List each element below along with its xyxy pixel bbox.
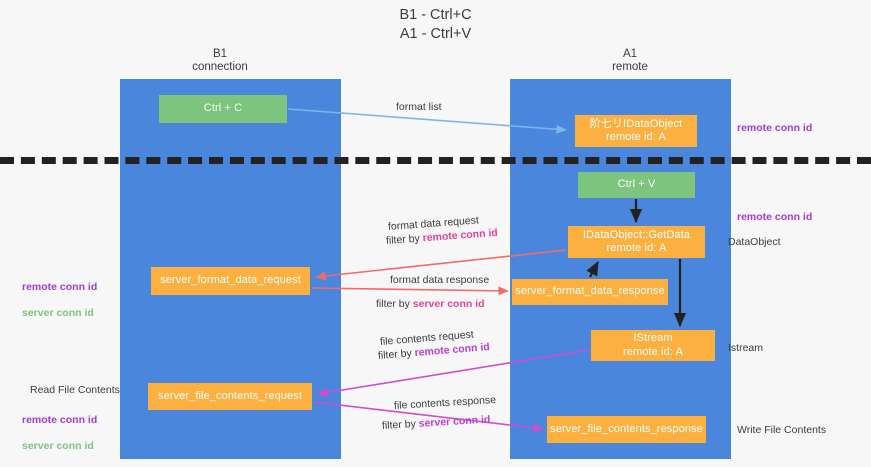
label-left-read-file-contents: Read File Contents (30, 384, 120, 396)
caption-filter-prefix: filter by (381, 417, 420, 432)
node-server-format-data-request[interactable]: server_format_data_request (151, 267, 310, 295)
label-right-write-file-contents: Write File Contents (737, 424, 827, 436)
node-ctrl-c[interactable]: Ctrl + C (159, 95, 287, 123)
label-right-istream: Istream (728, 342, 764, 354)
caption-file-contents-response: file contents response (393, 393, 497, 412)
caption-filter-value: server conn id (418, 413, 491, 430)
node-server-file-contents-response[interactable]: server_file_contents_response (547, 416, 706, 443)
label-left-conn-ids-1: remote conn id server conn id (22, 268, 97, 333)
caption-format-list: format list (396, 101, 442, 113)
label-left-remote-conn-id-2: remote conn id (22, 414, 98, 426)
caption-filter-prefix: filter by (376, 298, 413, 310)
caption-filter-value: server conn id (412, 298, 485, 310)
caption-filter-prefix: filter by (385, 232, 424, 247)
label-left-server-conn-id: server conn id (22, 307, 94, 319)
lane-header-a1: A1 remote (612, 48, 648, 73)
page-title: B1 - Ctrl+C A1 - Ctrl+V (399, 7, 472, 42)
node-ctrl-v[interactable]: Ctrl + V (578, 172, 695, 198)
lane-header-b1: B1 connection (192, 48, 248, 73)
node-idataobject[interactable]: 阶七リIDataObject remote id: A (575, 115, 697, 147)
node-server-file-contents-request[interactable]: server_file_contents_request (148, 383, 312, 410)
label-right-remote-conn-id-2: remote conn id (737, 211, 813, 223)
node-idataobject-getdata[interactable]: IDataObject::GetData remote id: A (568, 226, 705, 258)
label-left-server-conn-id-2: server conn id (22, 440, 94, 452)
caption-filter-by-server-conn-id-1: filter by server conn id (376, 298, 485, 310)
edge-format-data-response (311, 286, 509, 296)
caption-filter-prefix: filter by (377, 347, 416, 362)
node-server-format-data-response[interactable]: server_format_data_response (512, 279, 668, 305)
caption-format-data-response: format data response (390, 274, 490, 286)
label-right-remote-conn-id-1: remote conn id (737, 122, 813, 134)
label-left-remote-conn-id: remote conn id (22, 281, 98, 293)
label-right-dataobject: DataObject (728, 236, 781, 248)
label-left-conn-ids-2: remote conn id server conn id (22, 401, 97, 466)
caption-filter-by-server-conn-id-2: filter by server conn id (382, 414, 491, 432)
phase-divider (0, 157, 871, 164)
node-istream[interactable]: IStream remote id: A (591, 330, 715, 361)
